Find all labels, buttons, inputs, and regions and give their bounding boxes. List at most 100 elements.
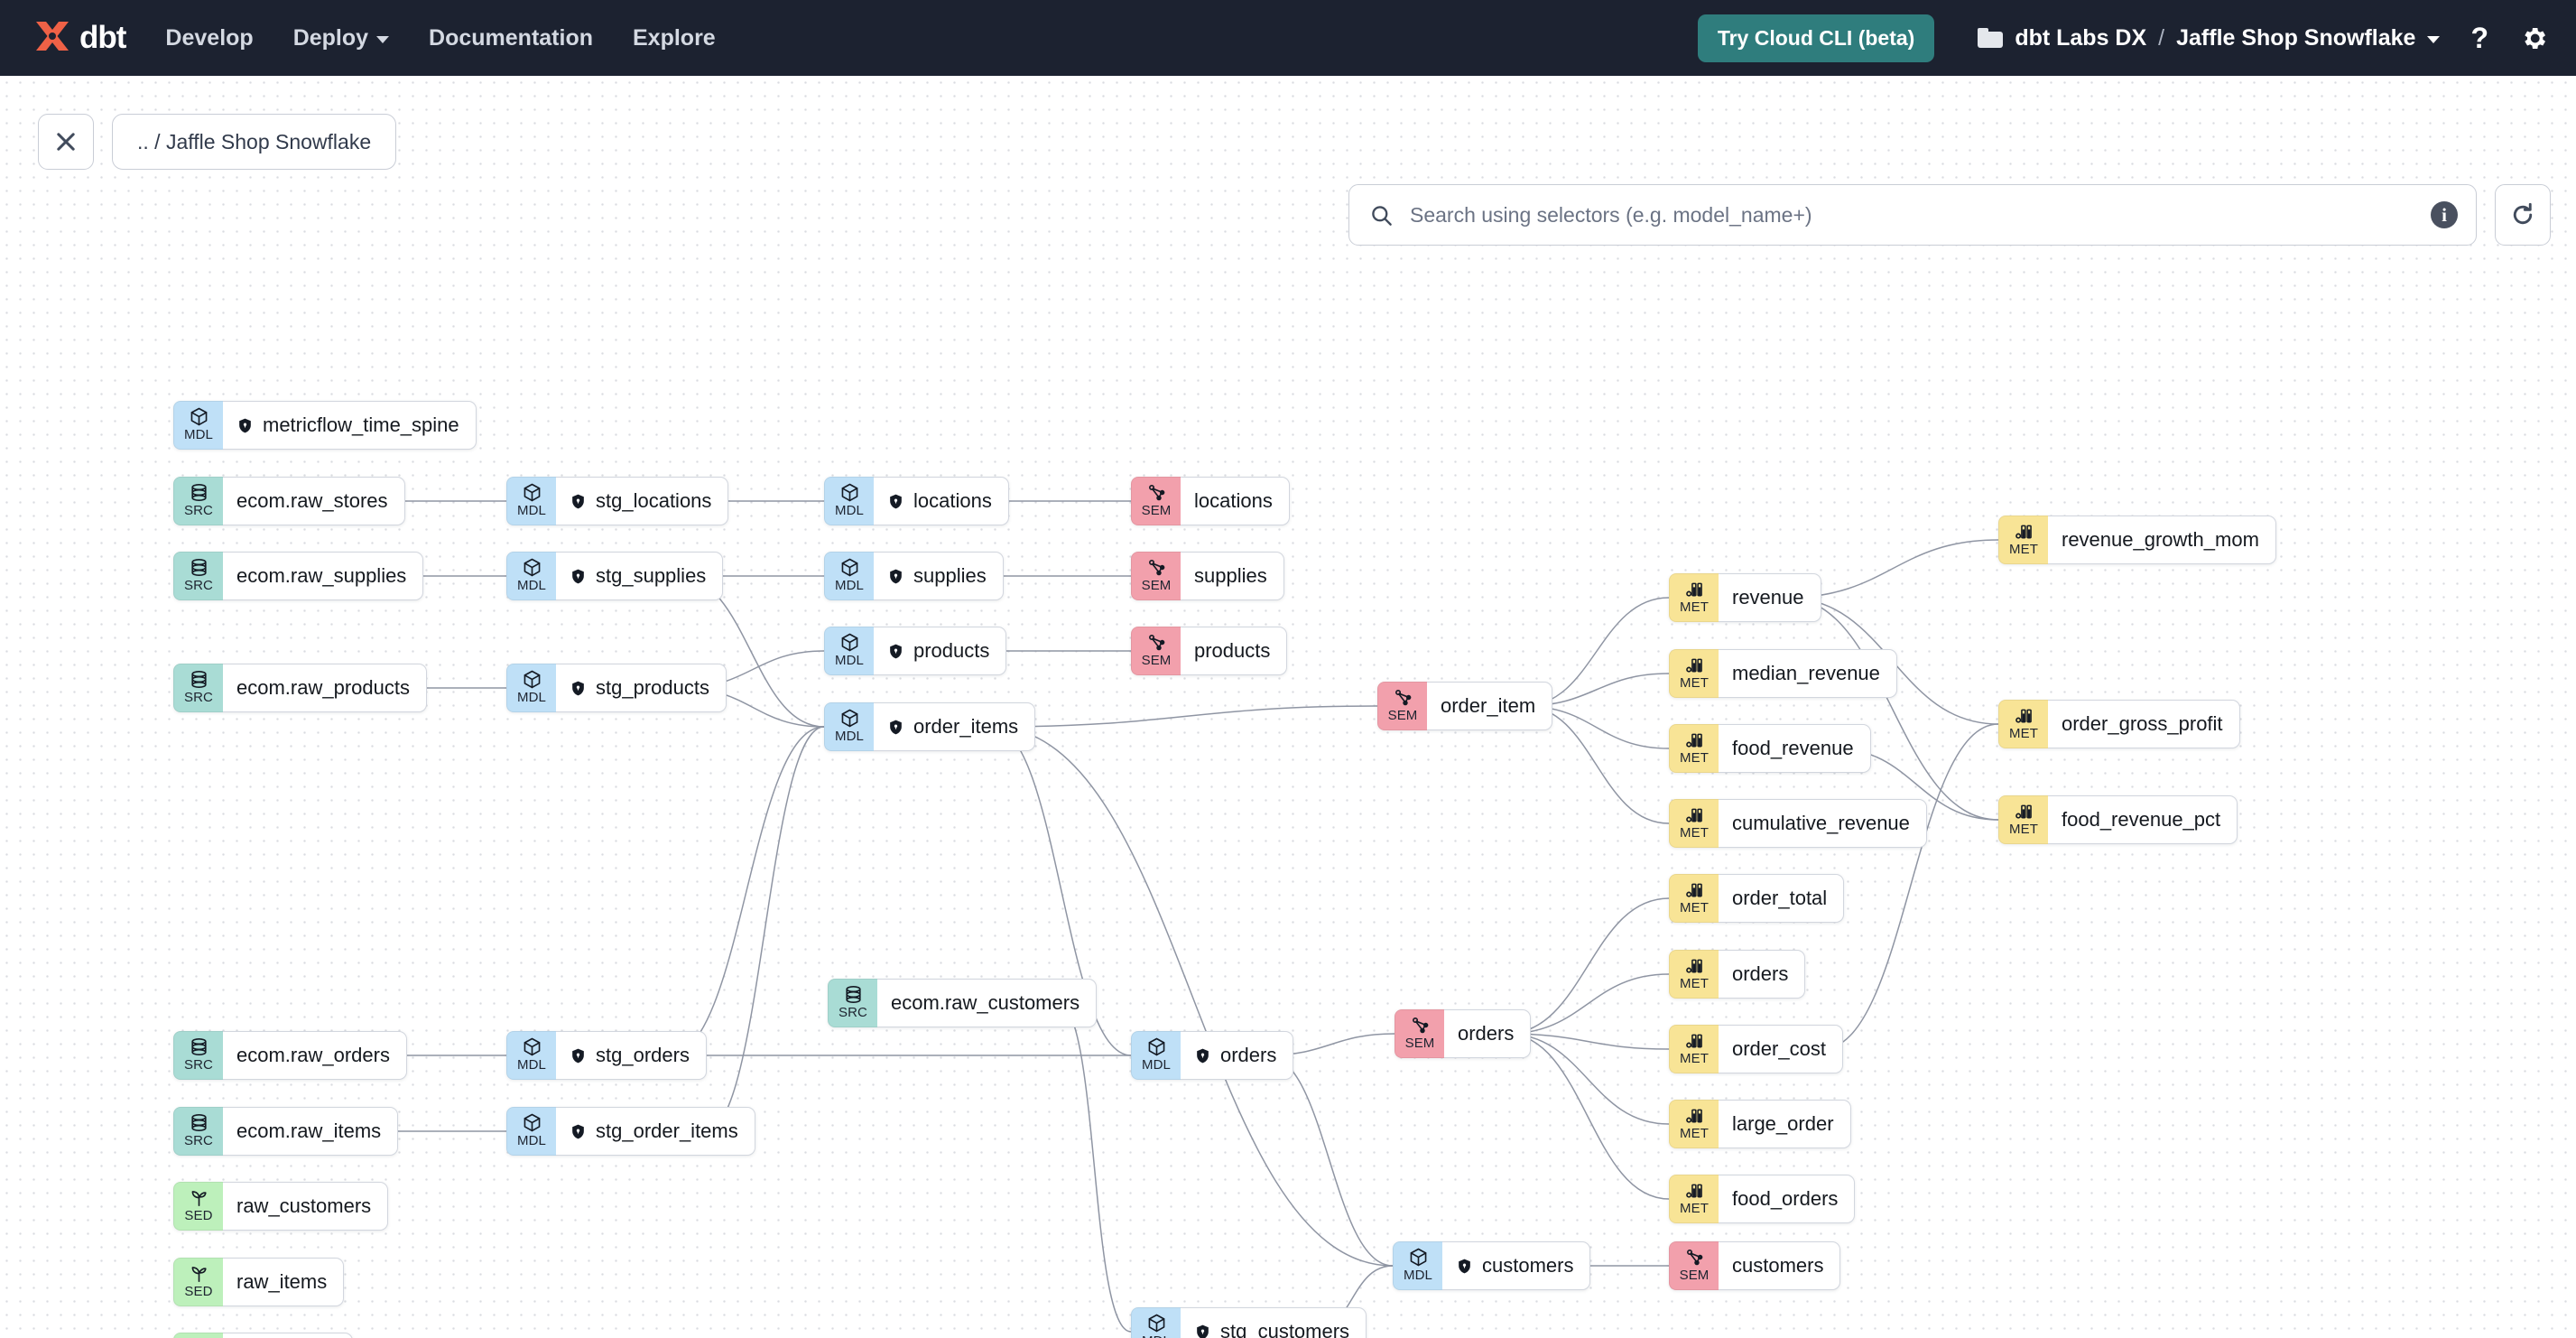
bar-chart-icon	[1685, 959, 1702, 973]
nav-link-documentation-label: Documentation	[429, 24, 593, 51]
node-type-glyph	[1684, 957, 1705, 976]
node-type-badge-src: SRC	[828, 979, 877, 1027]
shield-icon	[1459, 1259, 1470, 1273]
nav-link-explore[interactable]: Explore	[633, 25, 716, 51]
node-type-badge-mdl: MDL	[1131, 1307, 1181, 1338]
shield-icon	[890, 720, 902, 734]
node-type-glyph	[1408, 1248, 1429, 1268]
node-label: order_items	[913, 715, 1019, 738]
graph-icon	[1686, 1250, 1702, 1266]
project-name[interactable]: Jaffle Shop Snowflake	[2176, 24, 2416, 51]
breadcrumb-button[interactable]: .. / Jaffle Shop Snowflake	[112, 114, 397, 170]
node-label: stg_orders	[596, 1044, 690, 1066]
gear-icon[interactable]	[2519, 23, 2549, 53]
shield-icon	[572, 494, 584, 508]
node-type-glyph	[189, 558, 209, 578]
search-bar[interactable]: i	[1348, 184, 2477, 246]
nav-link-documentation[interactable]: Documentation	[429, 25, 593, 51]
node-body: supplies	[1181, 552, 1284, 600]
nav-link-deploy[interactable]: Deploy	[293, 25, 390, 51]
search-icon	[1372, 205, 1392, 226]
node-label: stg_locations	[596, 489, 712, 512]
node-type-glyph	[189, 1265, 209, 1284]
node-type-glyph	[1684, 1032, 1705, 1051]
help-icon[interactable]: ?	[2470, 21, 2488, 54]
node-type-badge-src: SRC	[173, 1107, 223, 1156]
node-body: order_items	[874, 702, 1036, 751]
node-type-badge-met: MET	[1669, 573, 1719, 622]
project-chevron-down-icon[interactable]	[2427, 36, 2441, 43]
nav-link-develop[interactable]: Develop	[165, 25, 253, 51]
shield-icon	[1194, 1047, 1211, 1064]
search-input[interactable]	[1408, 201, 2431, 228]
close-lineage-button[interactable]	[38, 114, 94, 170]
refresh-button[interactable]	[2495, 184, 2551, 246]
shield-icon	[890, 644, 902, 658]
dbt-logo[interactable]: dbt	[32, 18, 126, 58]
node-body: metricflow_time_spine	[223, 401, 477, 450]
node-label: order_total	[1732, 887, 1828, 909]
node-type-glyph	[522, 1113, 542, 1133]
node-type-glyph	[1684, 806, 1705, 825]
node-type-glyph	[1146, 484, 1167, 503]
node-body: products	[1181, 627, 1288, 675]
node-body: customers	[1719, 1241, 1841, 1290]
try-cloud-cli-button[interactable]: Try Cloud CLI (beta)	[1697, 14, 1935, 62]
node-type-label: MDL	[1142, 1057, 1171, 1073]
node-body: order_total	[1719, 874, 1845, 923]
node-body: ecom.raw_items	[223, 1107, 399, 1156]
bar-chart-icon	[1685, 1034, 1702, 1048]
node-label: ecom.raw_products	[236, 676, 410, 699]
shield-icon	[887, 719, 904, 736]
node-type-badge-met: MET	[1998, 516, 2048, 564]
node-body: large_order	[1719, 1100, 1851, 1148]
shield-icon	[1197, 1324, 1209, 1338]
search-info-icon[interactable]: i	[2431, 201, 2458, 228]
close-icon	[57, 133, 75, 151]
node-label: ecom.raw_orders	[236, 1044, 390, 1066]
node-type-badge-mdl: MDL	[1131, 1031, 1181, 1080]
folder-icon	[1978, 28, 2004, 48]
